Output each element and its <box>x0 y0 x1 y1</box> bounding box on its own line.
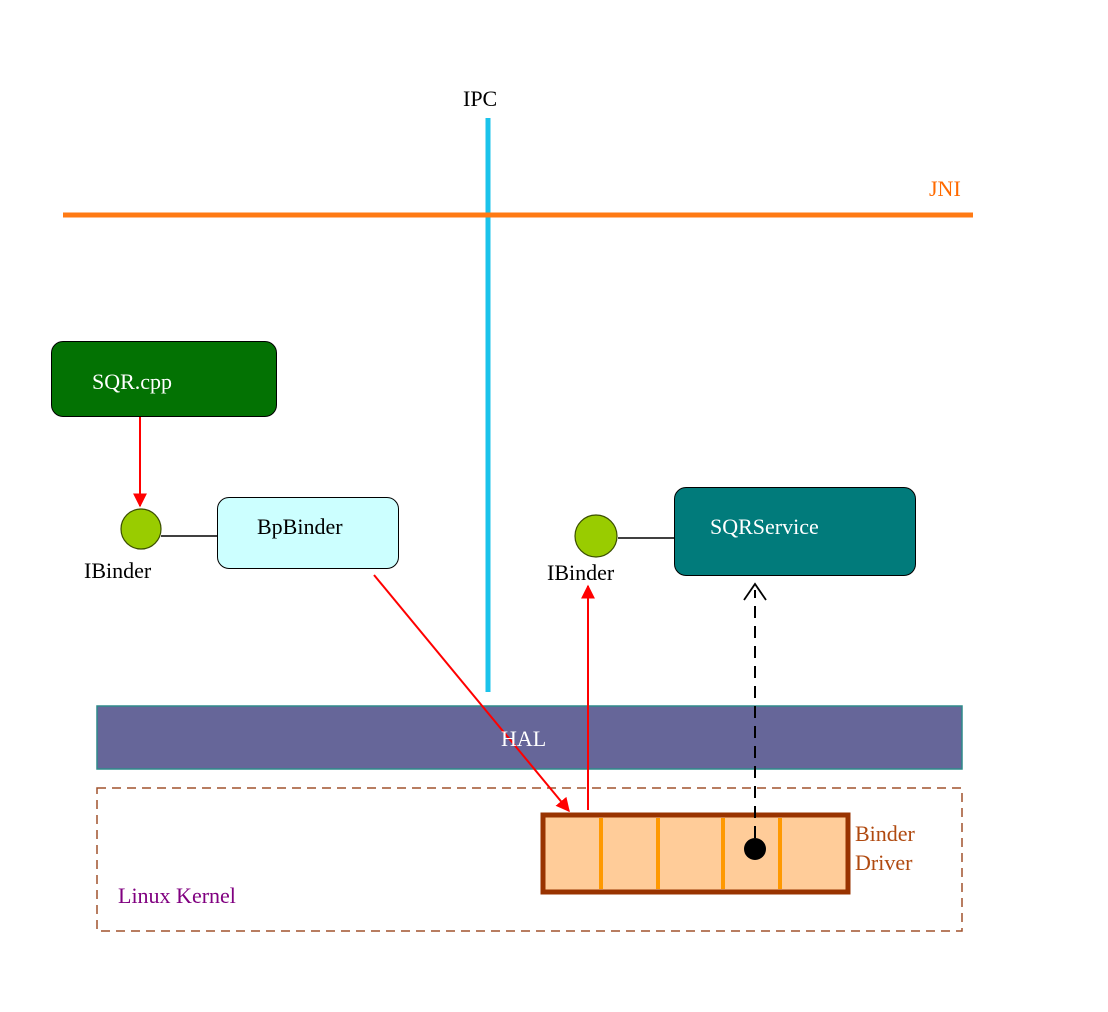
ipc-label: IPC <box>463 86 498 111</box>
linux-kernel-frame <box>96 787 963 932</box>
sqr-cpp-box: SQR.cpp <box>51 341 277 417</box>
ibinder-service-circle <box>574 514 618 558</box>
sqr-service-label: SQRService <box>710 514 819 539</box>
hal-label: HAL <box>501 726 547 751</box>
arrow-open-head <box>743 582 767 601</box>
sqr-cpp-label: SQR.cpp <box>92 369 173 394</box>
ibinder-client-label: IBinder <box>84 558 152 583</box>
ibinder-service-label: IBinder <box>547 560 615 585</box>
binder-node-dot <box>744 838 766 860</box>
sqr-service-box: SQRService <box>674 487 916 576</box>
arrow-bpbinder-to-driver <box>373 574 570 813</box>
linux-kernel-label: Linux Kernel <box>118 883 236 908</box>
bpbinder-label: BpBinder <box>257 514 343 539</box>
binder-driver-label-line2: Driver <box>855 850 913 875</box>
ibinder-client-circle <box>120 508 162 550</box>
binder-driver-block <box>540 812 851 895</box>
binder-driver-label-line1: Binder <box>855 821 915 846</box>
jni-label: JNI <box>929 176 961 201</box>
bpbinder-box: BpBinder <box>217 497 399 569</box>
hal-bar <box>96 705 963 770</box>
